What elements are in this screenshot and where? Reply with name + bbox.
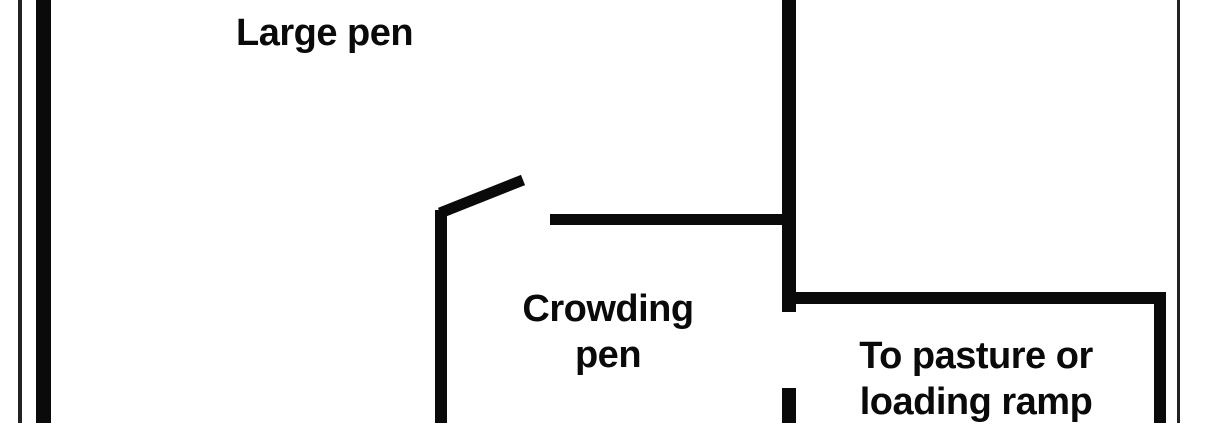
exit-label: To pasture or loading ramp	[826, 333, 1126, 425]
exit-alley-right-wall	[1154, 292, 1166, 423]
center-wall-upper	[782, 0, 796, 312]
exit-alley-top-wall	[782, 292, 1166, 304]
outer-border-left	[18, 0, 22, 423]
crowding-pen-top-wall	[550, 214, 790, 225]
crowding-pen-label-line2: pen	[574, 334, 642, 376]
exit-label-line2: loading ramp	[859, 381, 1093, 423]
crowding-pen-label-line1: Crowding	[522, 288, 694, 330]
large-pen-left-wall	[36, 0, 51, 423]
exit-label-line1: To pasture or	[859, 335, 1093, 377]
center-wall-lower	[782, 388, 796, 423]
crowding-pen-label: Crowding pen	[500, 286, 716, 378]
large-pen-label: Large pen	[236, 12, 414, 54]
crowding-pen-gate	[437, 174, 526, 219]
crowding-pen-left-wall	[435, 210, 447, 423]
outer-border-right	[1177, 0, 1180, 423]
